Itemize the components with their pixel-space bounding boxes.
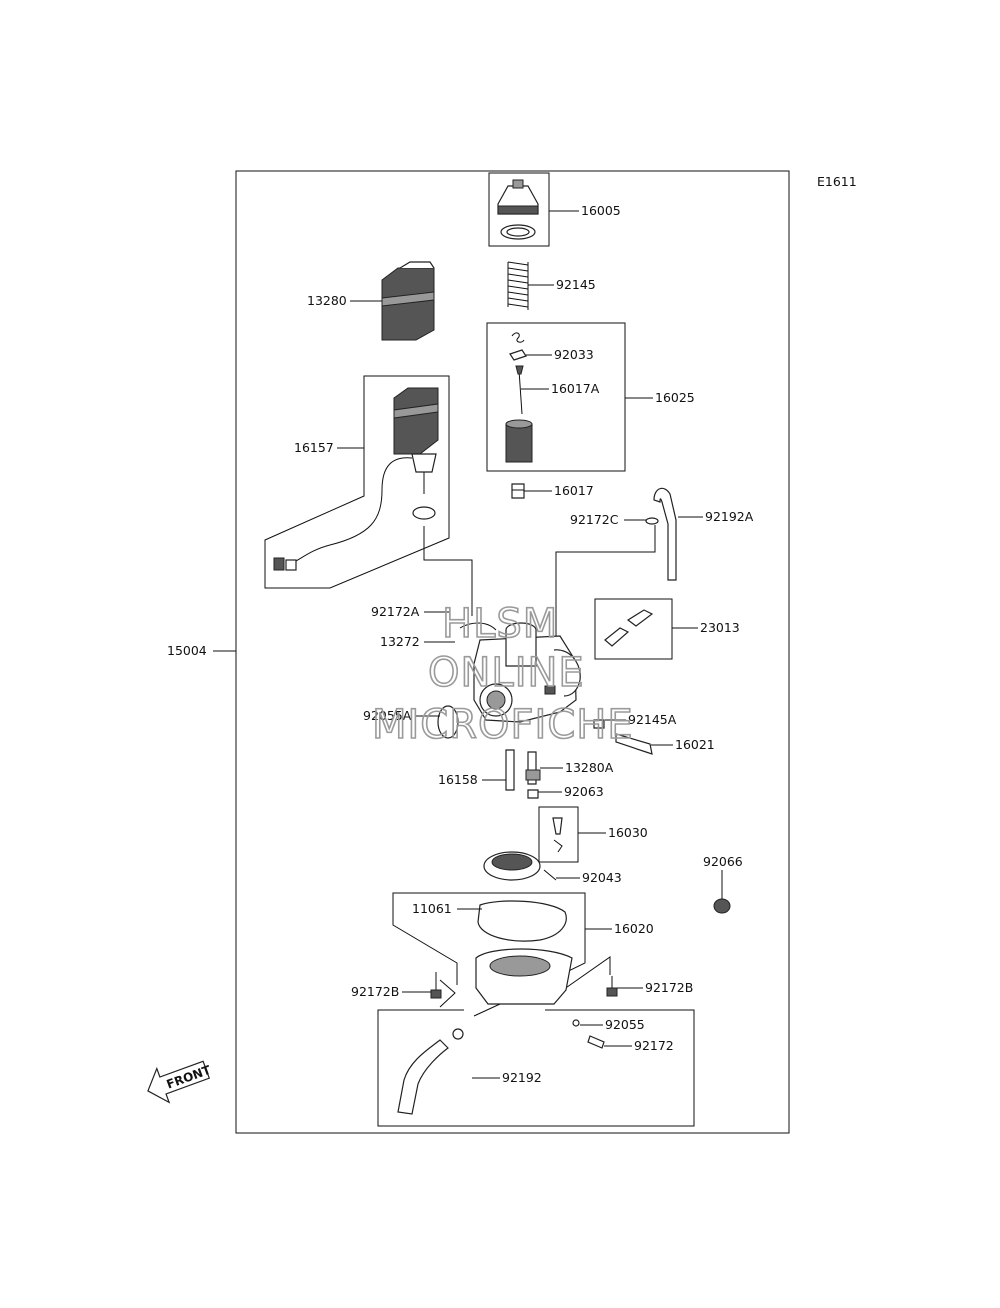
label-92043: 92043 bbox=[582, 870, 622, 885]
label-92063: 92063 bbox=[564, 784, 604, 799]
o-ring-92055-icon bbox=[572, 1019, 580, 1027]
drain-screw-92172-icon bbox=[587, 1035, 605, 1049]
label-92055: 92055 bbox=[605, 1017, 645, 1032]
box-23013 bbox=[594, 598, 673, 660]
label-92033: 92033 bbox=[554, 347, 594, 362]
leader-lines bbox=[213, 210, 723, 1079]
box-16157 bbox=[264, 375, 450, 589]
label-16020: 16020 bbox=[614, 921, 654, 936]
cover-13280-icon bbox=[381, 261, 435, 341]
hose-92192-icon bbox=[397, 1039, 449, 1115]
label-11061: 11061 bbox=[412, 901, 452, 916]
label-16005: 16005 bbox=[581, 203, 621, 218]
label-92172B-right: 92172B bbox=[645, 980, 693, 995]
o-ring-92055A-icon bbox=[437, 705, 459, 739]
label-16030: 16030 bbox=[608, 825, 648, 840]
part-labels: 16005 92145 13280 92033 16017A 16025 161… bbox=[167, 203, 754, 1085]
label-13272: 13272 bbox=[380, 634, 420, 649]
label-92172C: 92172C bbox=[570, 512, 619, 527]
watermark-line1: HLSM bbox=[442, 601, 558, 647]
cap-92066-icon bbox=[713, 898, 731, 914]
label-92172A: 92172A bbox=[371, 604, 420, 619]
float-92043-icon bbox=[483, 851, 557, 881]
label-16021: 16021 bbox=[675, 737, 715, 752]
label-92172: 92172 bbox=[634, 1038, 674, 1053]
main-assembly-frame bbox=[235, 170, 790, 1134]
label-16025: 16025 bbox=[655, 390, 695, 405]
label-13280: 13280 bbox=[307, 293, 347, 308]
screw-23013-icon bbox=[604, 609, 654, 647]
label-16157: 16157 bbox=[294, 440, 334, 455]
label-92192: 92192 bbox=[502, 1070, 542, 1085]
float-valve-16030-icon bbox=[552, 817, 563, 853]
spring-92145-icon bbox=[507, 261, 529, 310]
box-16005 bbox=[488, 172, 550, 247]
auto-choke-16157-icon bbox=[273, 387, 439, 571]
jet-16017-icon bbox=[511, 483, 525, 499]
screw-16021-icon bbox=[593, 719, 653, 755]
hose-92192A-icon bbox=[645, 487, 677, 581]
bracket-right bbox=[559, 956, 611, 993]
carburetor-body-icon bbox=[459, 622, 581, 723]
watermark-line2: ONLINE bbox=[428, 650, 585, 696]
screw-92172B-right-icon bbox=[606, 976, 618, 997]
watermark-line3: MICROFICHE bbox=[372, 702, 634, 748]
box-16020 bbox=[392, 892, 586, 986]
screw-92172B-left-icon bbox=[430, 972, 442, 999]
label-92055A: 92055A bbox=[363, 708, 412, 723]
float-chamber-16020-icon bbox=[452, 900, 573, 1040]
cap-16005-icon bbox=[497, 179, 539, 240]
box-16030 bbox=[538, 806, 579, 863]
needle-set-16025-icon bbox=[505, 332, 533, 463]
box-92192 bbox=[377, 1009, 695, 1127]
jets-16158-13280A-icon bbox=[505, 749, 541, 799]
label-13280A: 13280A bbox=[565, 760, 614, 775]
label-92172B-left: 92172B bbox=[351, 984, 399, 999]
label-16017: 16017 bbox=[554, 483, 594, 498]
bracket-left bbox=[439, 979, 456, 1008]
diagram-code: E1611 bbox=[817, 174, 857, 189]
label-15004: 15004 bbox=[167, 643, 207, 658]
label-92145A: 92145A bbox=[628, 712, 677, 727]
front-arrow-icon: FRONT bbox=[147, 1060, 213, 1104]
label-92192A: 92192A bbox=[705, 509, 754, 524]
label-16158: 16158 bbox=[438, 772, 478, 787]
watermark: HLSM ONLINE MICROFICHE bbox=[371, 600, 634, 749]
label-92145: 92145 bbox=[556, 277, 596, 292]
label-16017A: 16017A bbox=[551, 381, 600, 396]
box-16025 bbox=[486, 322, 626, 472]
label-92066: 92066 bbox=[703, 854, 743, 869]
label-23013: 23013 bbox=[700, 620, 740, 635]
